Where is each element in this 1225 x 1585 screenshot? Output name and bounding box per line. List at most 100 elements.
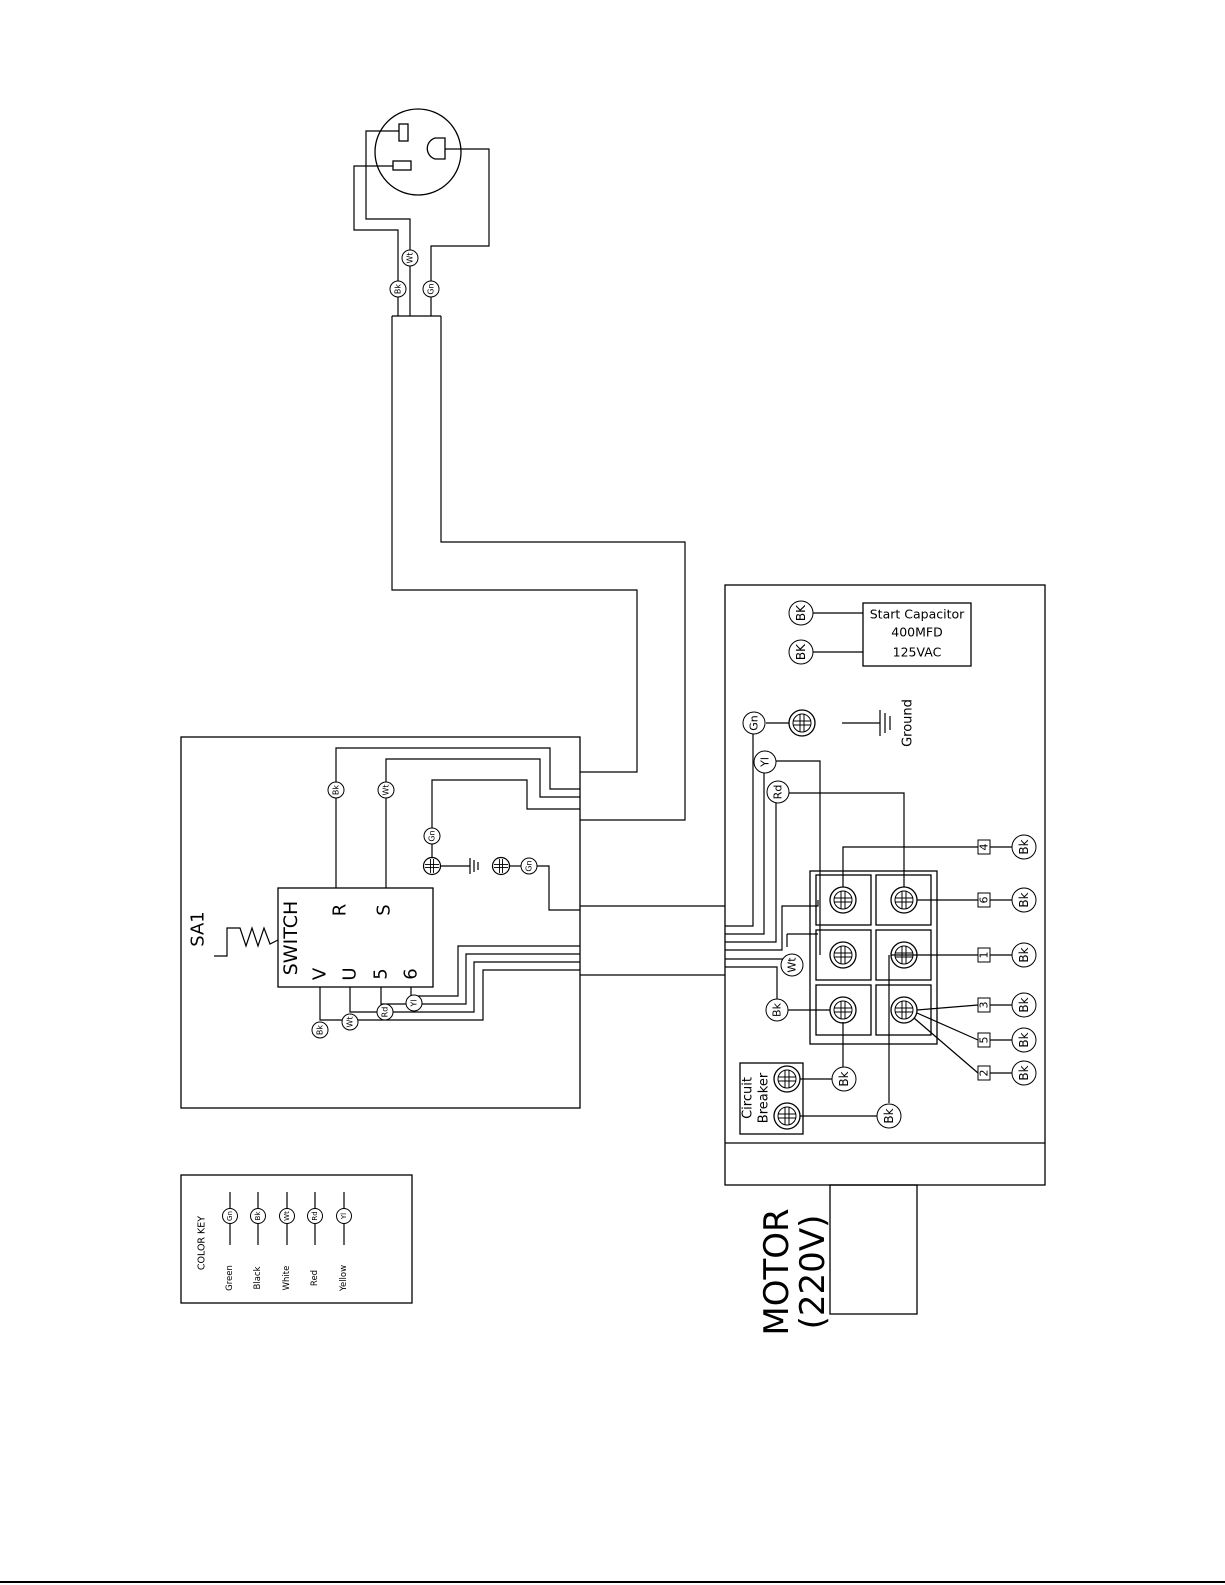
color-key-name-green: Green xyxy=(225,1265,235,1291)
switch-label: SWITCH xyxy=(280,901,302,976)
switch-tag-green-ground-text: Gn xyxy=(525,860,534,871)
breaker-tag-1: Bk xyxy=(832,1067,856,1091)
plug: Bk Wt Gn xyxy=(354,109,489,316)
cord-tag-black: Bk xyxy=(390,281,406,297)
cord-tag-white: Wt xyxy=(402,250,418,266)
motor-tag-red: Rd xyxy=(767,781,789,803)
terminal-marker-1-text: 1 xyxy=(978,952,991,959)
breaker-tag-2-text: Bk xyxy=(882,1108,896,1123)
power-cord xyxy=(392,316,685,820)
terminal-marker-2-text: 2 xyxy=(978,1070,991,1077)
motor-label-line2: (220V) xyxy=(793,1215,833,1330)
switch-designator: SA1 xyxy=(188,911,209,947)
color-key-name-black: Black xyxy=(253,1266,263,1289)
switch-tag-black-top: Bk xyxy=(328,782,344,798)
switch-tag-red-bottom-text: Rd xyxy=(381,1007,390,1018)
motor-label-line1: MOTOR xyxy=(757,1208,797,1335)
plug-prong-horizontal xyxy=(393,161,411,170)
motor-box-frame xyxy=(725,585,1045,1185)
terminal-tag-1-text: Bk xyxy=(1017,839,1031,854)
color-key-abbr-yellow: Yl xyxy=(340,1213,348,1220)
color-key-name-white: White xyxy=(282,1266,292,1291)
terminal-tag-3-text: Bk xyxy=(1017,947,1031,962)
terminal-screw-1 xyxy=(830,887,856,913)
ground-label: Ground xyxy=(901,699,916,747)
breaker-tag-1-text: Bk xyxy=(837,1071,851,1086)
motor-tag-black: Bk xyxy=(766,999,788,1021)
switch-tag-green-top-text: Gn xyxy=(428,830,437,841)
capacitor-tag-1-text: BK xyxy=(794,604,808,621)
switch-terminal-6: 6 xyxy=(401,968,422,979)
terminal-marker-5: 5 xyxy=(978,1033,991,1047)
terminal-marker-5-text: 5 xyxy=(978,1037,991,1044)
motor-tag-white-text: Wt xyxy=(786,957,799,973)
plug-prong-vertical xyxy=(399,124,408,141)
terminal-marker-2: 2 xyxy=(978,1066,991,1080)
cord-tag-green-text: Gn xyxy=(427,283,436,294)
cord-tag-green: Gn xyxy=(423,281,439,297)
capacitor-tag-2: BK xyxy=(789,640,813,664)
motor-body xyxy=(830,1185,917,1314)
switch-tag-black-bottom-text: Bk xyxy=(316,1025,325,1035)
color-key-abbr-green: Gn xyxy=(226,1211,234,1221)
switch-tag-black-bottom: Bk xyxy=(312,1022,328,1038)
plug-ground-prong xyxy=(427,138,445,159)
breaker-screw-top xyxy=(774,1066,800,1092)
switch-tag-white-bottom-text: Wt xyxy=(346,1016,355,1027)
switch-tag-red-bottom: Rd xyxy=(377,1004,393,1020)
terminal-tag-5: Bk xyxy=(1012,1028,1036,1052)
motor-tag-white: Wt xyxy=(781,954,803,976)
color-key-frame xyxy=(181,1175,412,1303)
motor-tag-green-text: Gn xyxy=(748,715,761,731)
switch-tag-green-top: Gn xyxy=(424,828,440,844)
motor-tag-black-text: Bk xyxy=(771,1002,784,1017)
motor: MOTOR (220V) xyxy=(757,1185,917,1336)
capacitor-tag-2-text: BK xyxy=(794,643,808,660)
color-key-abbr-red: Rd xyxy=(311,1211,319,1220)
terminal-tag-6-text: Bk xyxy=(1017,1065,1031,1080)
switch-tag-white-top: Wt xyxy=(378,782,394,798)
switch-terminal-s: S xyxy=(374,904,395,915)
terminal-marker-3-text: 3 xyxy=(978,1002,991,1009)
switch-tag-black-top-text: Bk xyxy=(332,785,341,795)
switch-terminal-5: 5 xyxy=(371,968,392,979)
breaker-label-line2: Breaker xyxy=(757,1072,772,1123)
terminal-tag-2-text: Bk xyxy=(1017,892,1031,907)
breaker-label-line1: Circuit xyxy=(741,1077,756,1119)
switch-tag-yellow-bottom: Yl xyxy=(406,995,422,1011)
switch-tag-white-bottom: Wt xyxy=(342,1014,358,1030)
terminal-tag-3: Bk xyxy=(1012,943,1036,967)
terminal-screw-6 xyxy=(891,997,917,1023)
terminal-block xyxy=(810,871,937,1044)
switch-ground-screw-right xyxy=(493,858,510,875)
switch-terminal-u: U xyxy=(340,967,361,980)
switch-terminal-r: R xyxy=(330,904,351,917)
color-key-title: COLOR KEY xyxy=(197,1216,208,1270)
plug-face xyxy=(375,109,461,195)
terminal-screw-2 xyxy=(891,887,917,913)
terminal-marker-3: 3 xyxy=(978,998,991,1012)
terminal-tag-6: Bk xyxy=(1012,1061,1036,1085)
terminal-tag-1: Bk xyxy=(1012,835,1036,859)
terminal-screw-3 xyxy=(830,942,856,968)
color-key-abbr-white: Wt xyxy=(283,1211,291,1221)
motor-tag-red-text: Rd xyxy=(772,785,785,800)
terminal-marker-1: 1 xyxy=(978,948,991,962)
motor-ground-screw xyxy=(789,710,815,736)
motor-tag-yellow: Yl xyxy=(754,751,776,773)
motor-junction-box: Start Capacitor 400MFD 125VAC BK BK Grou… xyxy=(725,585,1045,1185)
terminal-marker-4: 4 xyxy=(978,840,991,854)
color-key-abbr-black: Bk xyxy=(254,1211,262,1221)
color-key-name-red: Red xyxy=(310,1270,320,1286)
terminal-tag-4: Bk xyxy=(1012,993,1036,1017)
switch-tag-green-ground: Gn xyxy=(521,858,537,874)
terminal-marker-6-text: 6 xyxy=(978,897,991,904)
switch-tag-white-top-text: Wt xyxy=(382,784,391,795)
terminal-marker-4-text: 4 xyxy=(978,844,991,851)
terminal-tag-5-text: Bk xyxy=(1017,1032,1031,1047)
color-key-name-yellow: Yellow xyxy=(339,1265,349,1292)
motor-ground: Ground xyxy=(766,699,916,747)
motor-tag-green: Gn xyxy=(743,712,765,734)
breaker-tag-2: Bk xyxy=(877,1104,901,1128)
